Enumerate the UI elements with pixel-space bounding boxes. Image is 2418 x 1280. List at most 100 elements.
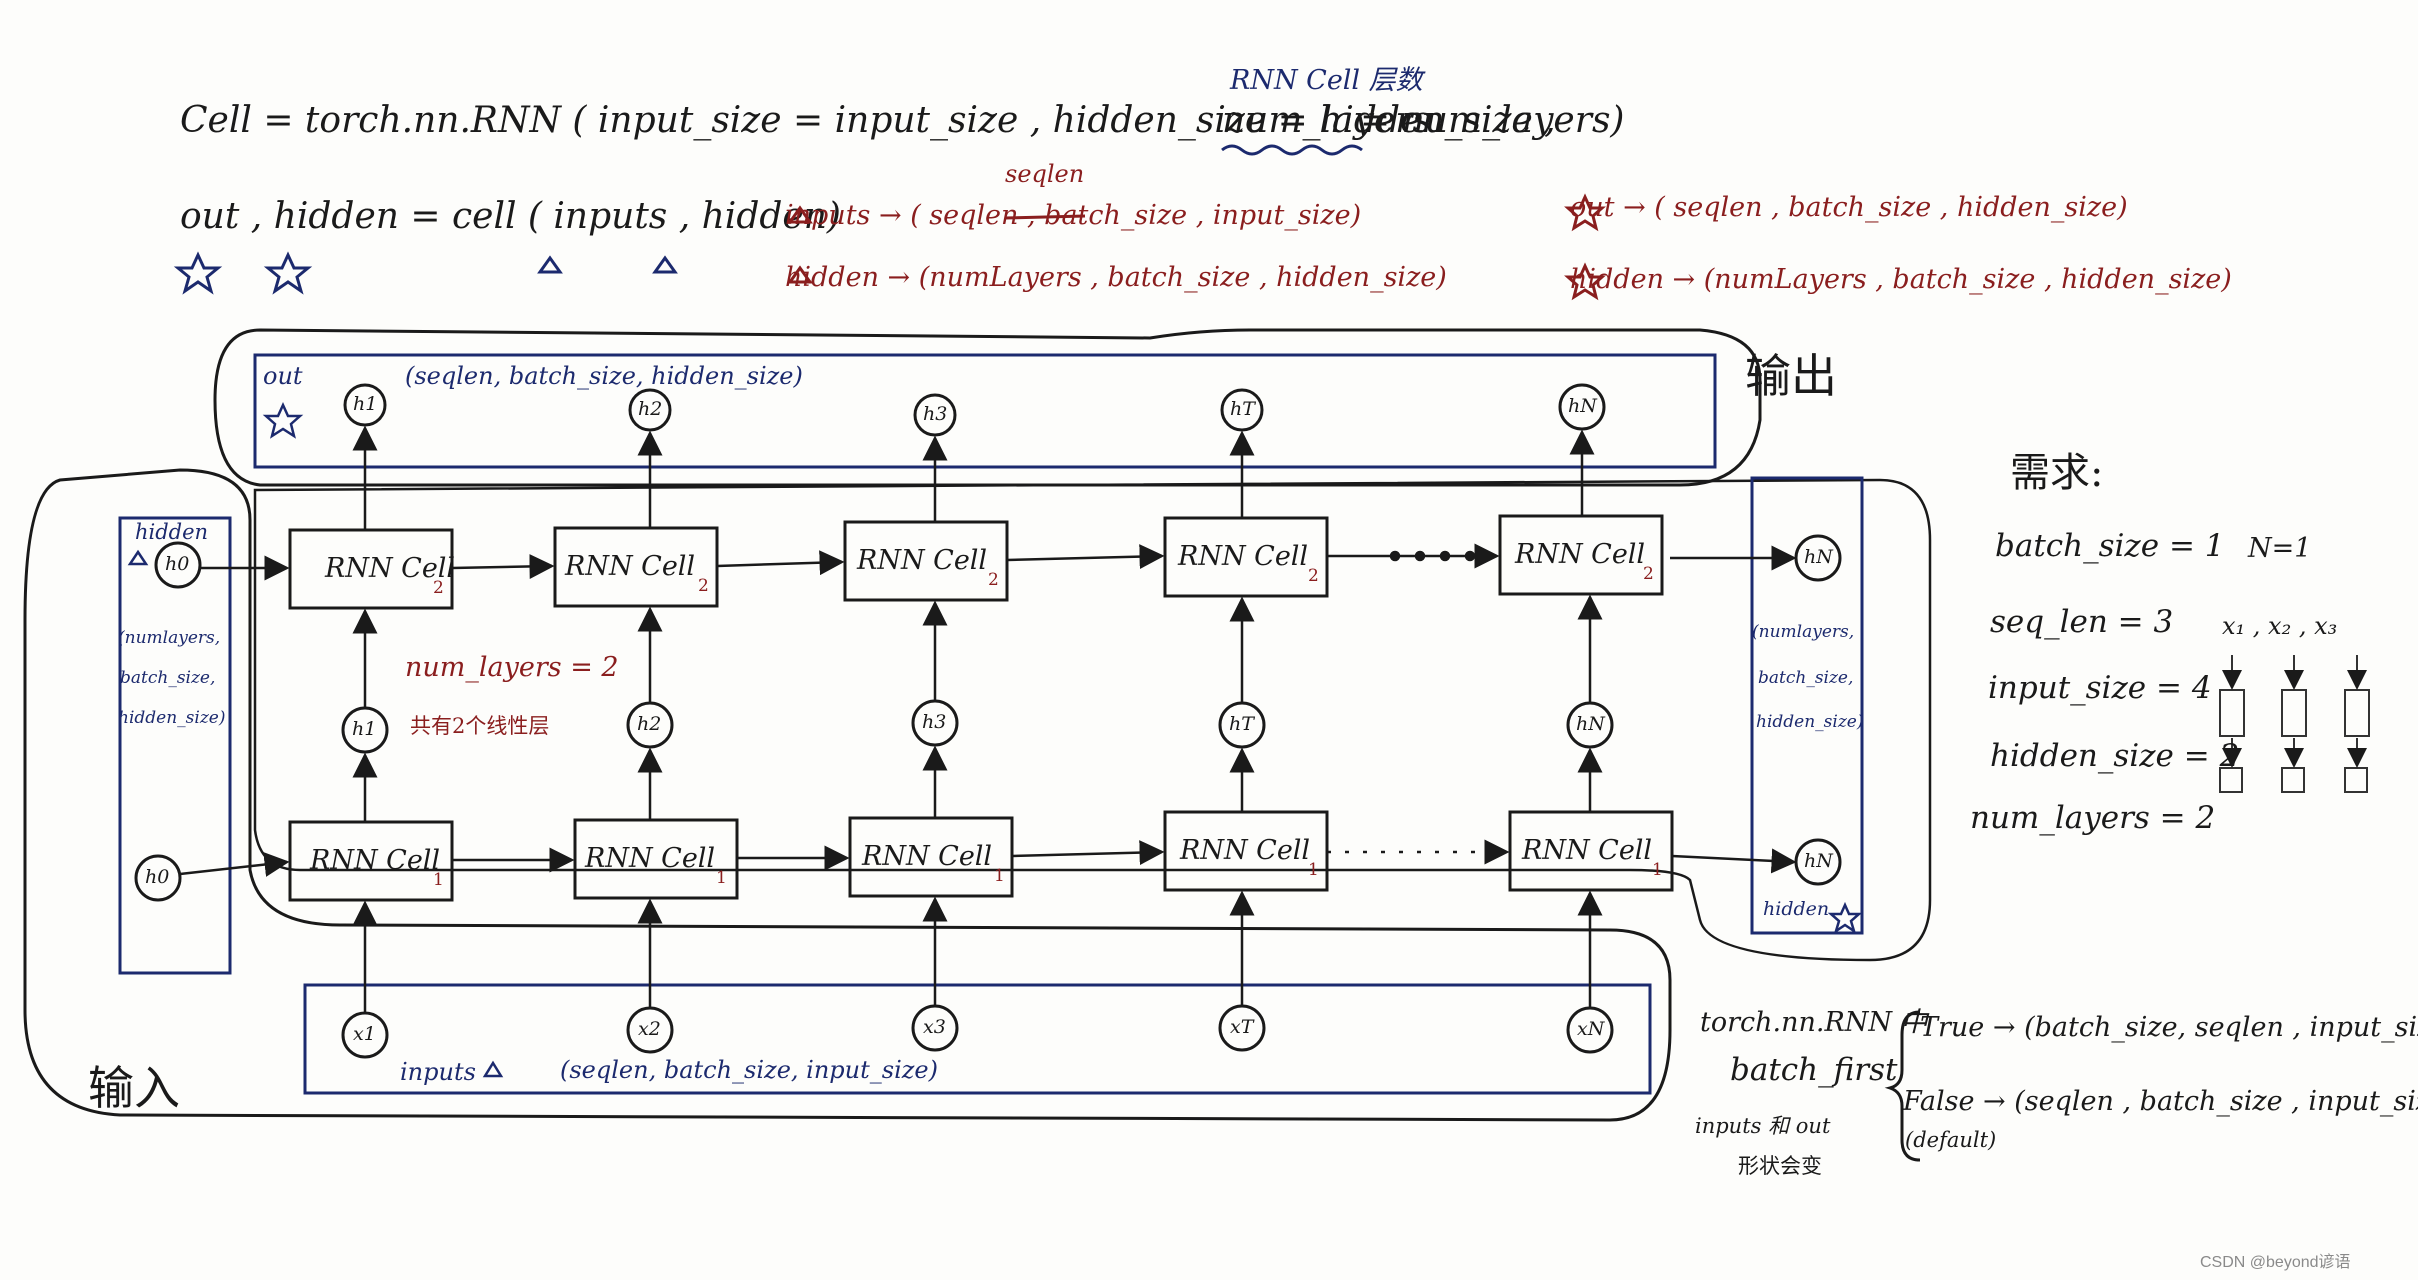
wavy-underline <box>1221 144 1363 156</box>
label-top-h2: h2 <box>638 398 663 420</box>
out-box-label: out <box>263 362 303 390</box>
label-top-hN: hN <box>1568 395 1597 417</box>
output-region-outline <box>213 328 1762 487</box>
req-input-size: input_size = 4 <box>1988 670 2212 706</box>
state-circles <box>134 383 1842 1059</box>
hidden-in-box <box>118 516 232 975</box>
inputs-box <box>303 983 1652 1095</box>
rnn-cell-2-1 <box>288 528 454 610</box>
hidden-in-shape-3: hidden_size) <box>118 708 226 728</box>
label-mid-hT: hT <box>1229 713 1254 735</box>
circle-top-h3 <box>913 393 957 437</box>
hidden-in-shape-1: (numlayers, <box>118 628 221 648</box>
seqlen-correction-note: seqlen <box>1005 160 1085 188</box>
layer-badge-1-4: 1 <box>1308 860 1319 880</box>
triangle-inputs-icon <box>537 255 563 274</box>
layer-badge-2-4: 2 <box>1308 566 1319 586</box>
triangle-inputs-shape-icon <box>787 205 813 224</box>
circle-h0-bottom <box>134 854 182 902</box>
layer-badge-2-2: 2 <box>698 576 709 596</box>
hidden-out-shape-1: (numlayers, <box>1752 622 1855 642</box>
forward-call-line: out , hidden = cell ( inputs , hidden) <box>180 196 841 237</box>
strikethrough-mark <box>1004 214 1086 220</box>
star-out-icon <box>173 251 223 295</box>
cell-label-1-3: RNN Cell <box>862 841 993 872</box>
cell-label-1-4: RNN Cell <box>1180 835 1311 866</box>
hidden-in-shape-2: batch_size, <box>120 668 216 688</box>
label-mid-h2: h2 <box>637 713 662 735</box>
req-seq-len: seq_len = 3 <box>1990 604 2174 640</box>
label-xT: xT <box>1230 1016 1254 1038</box>
hidden-out-box-label: hidden <box>1763 898 1830 920</box>
star-hidden-shape-icon <box>1564 262 1606 301</box>
label-mid-hN: hN <box>1576 713 1605 735</box>
layer-badge-2-5: 2 <box>1643 564 1654 584</box>
num-layers-keyword: num_layers <box>1222 100 1431 141</box>
formula-markers <box>173 144 1363 295</box>
label-top-h3: h3 <box>923 403 948 425</box>
horizontal-arrows <box>179 544 1797 877</box>
label-top-hT: hT <box>1230 398 1255 420</box>
star-out-shape-icon <box>1564 193 1606 232</box>
circle-top-h1 <box>343 383 387 427</box>
layer-badge-1-2: 1 <box>716 868 727 888</box>
label-x3: x3 <box>923 1016 946 1038</box>
batch-first-left-2: batch_first <box>1730 1052 1898 1088</box>
circle-h0-top <box>154 541 202 589</box>
label-mid-h3: h3 <box>922 711 947 733</box>
cell-label-2-3: RNN Cell <box>857 545 988 576</box>
input-region-outline <box>23 468 1672 1122</box>
input-label: 输入 <box>88 1061 180 1115</box>
star-out-box-icon <box>262 401 304 439</box>
requirements-title: 需求: <box>2010 450 2104 496</box>
label-mid-h1: h1 <box>352 718 377 740</box>
triangle-hidden-icon <box>652 255 678 274</box>
out-box <box>253 353 1717 469</box>
batch-first-true: True → (batch_size, seqlen , input_size) <box>1920 1012 2418 1043</box>
batch-first-left-1: torch.nn.RNN 中 <box>1700 1007 1928 1038</box>
label-hN-top: hN <box>1804 546 1833 568</box>
vertical-arrows <box>352 425 1603 1012</box>
circle-xT <box>1218 1004 1266 1052</box>
layer-badge-1-3: 1 <box>994 866 1005 886</box>
cell-label-2-5: RNN Cell <box>1515 539 1646 570</box>
batch-first-default: (default) <box>1905 1128 1997 1152</box>
batch-first-false: False → (seqlen , batch_size , input_siz… <box>1903 1086 2418 1117</box>
label-x2: x2 <box>638 1018 661 1040</box>
label-xN: xN <box>1577 1018 1605 1040</box>
layer-badge-2-3: 2 <box>988 570 999 590</box>
cell-label-2-2: RNN Cell <box>565 551 696 582</box>
req-x-note: x₁ , x₂ , x₃ <box>2222 612 2338 640</box>
shape-markers <box>787 193 1606 301</box>
hidden-out-box <box>1750 476 1864 935</box>
star-hidden-icon <box>263 251 313 295</box>
circle-top-h2 <box>628 388 672 432</box>
label-x1: x1 <box>353 1023 376 1045</box>
continuation-dots <box>1327 543 1510 865</box>
req-num-layers: num_layers = 2 <box>1970 800 2216 836</box>
circle-top-hT <box>1220 388 1264 432</box>
inputs-box-shape: (seqlen, batch_size, input_size) <box>560 1056 938 1084</box>
hidden-in-box-label: hidden <box>135 520 209 544</box>
circle-top-hN <box>1558 383 1606 431</box>
batch-first-left-3: inputs 和 out <box>1695 1114 1831 1138</box>
circle-mid-h2 <box>626 701 674 749</box>
hidden-in-shape-line: hidden → (numLayers , batch_size , hidde… <box>785 262 1447 293</box>
req-batch-size: batch_size = 1 <box>1995 528 2225 564</box>
label-h0-top: h0 <box>165 553 190 575</box>
layer-badge-2-1: 2 <box>433 578 444 598</box>
triangle-hidden-box-icon <box>127 549 149 566</box>
output-label: 输出 <box>1745 349 1837 403</box>
circle-x1 <box>341 1011 389 1059</box>
cell-label-2-1: RNN Cell <box>325 553 456 584</box>
circle-mid-h3 <box>911 699 959 747</box>
layer-badge-1-5: 1 <box>1652 860 1663 880</box>
out-shape-line: out → ( seqlen , batch_size , hidden_siz… <box>1570 192 2128 223</box>
batch-first-left-4: 形状会变 <box>1738 1154 1822 1178</box>
req-hidden-size: hidden_size = 2 <box>1990 738 2240 774</box>
rnn-cell-2-2 <box>553 526 719 608</box>
requirement-sketch <box>2219 655 2370 793</box>
triangle-inputs-box-icon <box>482 1060 504 1078</box>
req-n-note: N=1 <box>2248 533 2312 564</box>
hidden-out-shape-3: hidden_size) <box>1756 712 1864 732</box>
